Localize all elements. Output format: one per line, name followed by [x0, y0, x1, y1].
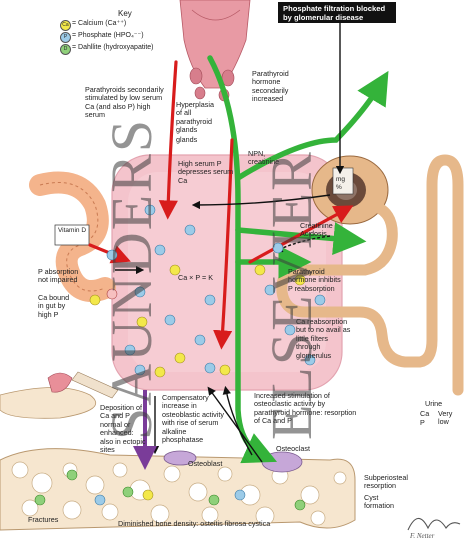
diminished-label: Diminished bone density: osteitis fibros… [118, 519, 271, 528]
parathyroid-glands-illustration [179, 0, 251, 102]
serum-p-label: High serum P depresses serum Ca [178, 159, 234, 185]
key-symbol-icon: P [60, 32, 71, 43]
key-item-label: = Calcium (Ca⁺⁺) [72, 20, 127, 27]
signature-text: F. Netter [410, 532, 435, 540]
osteoblast-illustration [163, 450, 197, 466]
key-item-label: = Phosphate (HPO₄⁻⁻) [72, 32, 144, 39]
subperiosteal-label: Subperiosteal resorption [364, 473, 408, 491]
ca-reabsorption-label: Ca reabsorption but to no avail as littl… [296, 317, 351, 360]
urine-ca-label: Ca [420, 409, 430, 418]
ion-markers [34, 204, 326, 511]
cyst-label: Cyst formation [364, 493, 394, 511]
key-symbol-icon: D [60, 44, 71, 55]
key-item-label: = Dahllite (hydroxyapatite) [72, 44, 154, 51]
hyperplasia-label: Hyperplasia of all parathyroid glands [176, 100, 214, 135]
compensatory-label: Compensatory increase in osteoblastic ac… [162, 393, 224, 445]
urine-p-label: P [420, 418, 425, 427]
watermark-saunders: SAUNDERS [99, 117, 164, 440]
parathyroid-stim-label: Parathyroids secondarily stimulated by l… [85, 85, 164, 120]
ksp-label: Ca × P = K [178, 273, 214, 282]
glands-label: glands [176, 135, 198, 144]
renal-tubule-illustration [276, 154, 464, 396]
ca-bound-label: Ca bound in gut by high P [38, 293, 70, 319]
increased-stim-label: Increased stimulation of osteoclastic ac… [254, 391, 357, 426]
mg-label: mg % [336, 176, 346, 192]
vitamin-d-label: Vitamin D [57, 227, 87, 234]
watermark-elsevier: ELSEVIER [259, 150, 324, 440]
p-absorption-label: P absorption not impaired [38, 267, 79, 285]
osteoblast-label: Osteoblast [188, 459, 223, 468]
urine-very-low-label: Very low [438, 409, 453, 427]
bone-cavities [11, 461, 347, 526]
creatinine-acidosis-label: Creatinine Acidosis [300, 221, 333, 239]
pth-inhibits-label: Parathyroid hormone inhibits P reabsorpt… [288, 267, 341, 293]
fractures-label: Fractures [28, 515, 59, 524]
calcium-pathway-arrows [115, 20, 345, 463]
osteoclast-illustration [261, 451, 303, 473]
callout-box: Phosphate filtration blocked by glomerul… [278, 2, 396, 23]
pth-increased-label: Parathyroid hormone secondarily increase… [252, 69, 289, 104]
urine-label: Urine [425, 399, 443, 408]
osteoclast-label: Osteoclast [276, 444, 310, 453]
artist-signature [407, 517, 461, 531]
deposition-label: Deposition of Ca and P normal or enhance… [100, 403, 146, 455]
intestine-illustration [29, 171, 116, 302]
key-title: Key [118, 9, 132, 18]
npn-label: NPN, creatinine [248, 149, 280, 167]
key-symbol-icon: Ca [60, 20, 71, 31]
